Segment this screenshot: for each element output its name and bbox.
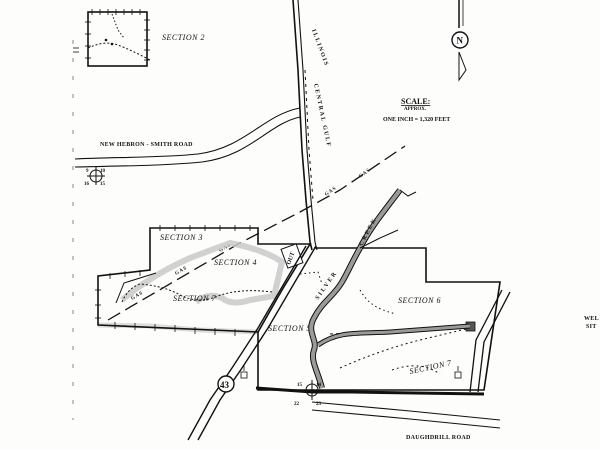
section-6-label: SECTION 6 [398,296,441,305]
out-box: OUT [280,243,304,269]
north-circle [451,31,469,49]
section-2-gas-line [87,42,151,61]
daughdrill-road: DAUGHDRILL ROAD [311,401,501,441]
section-corner-upper: 9 10 16 15 [84,167,106,187]
corner-upper-sw: 16 [84,182,90,187]
north-arrow: N [451,0,469,82]
gas-label-5: GAS [358,168,372,180]
section-4-label: SECTION 4 [214,258,257,267]
gas-label-1: GAS [131,291,145,302]
highway-marker-icon [240,365,248,379]
out-label: OUT [286,251,296,265]
section-2-fence-ticks [85,9,150,61]
scale-block: SCALE: APPROX. ONE INCH = 1,320 FEET [383,97,450,123]
left-edge-marks [73,47,79,53]
section-2-trail [111,13,125,39]
scale-ratio: ONE INCH = 1,320 FEET [383,117,450,123]
section-5-label: SECTION 5 [268,324,311,333]
gas-line-main: GAS GAS GAS GAS GAS [107,145,406,321]
section-7-right-label: SECTION 7 [409,358,453,376]
cut-label-bottom: SIT [586,324,597,330]
section-2-inset: SECTION 2 [85,9,205,67]
railroad-label-central-gulf: CENTRAL GULF [312,83,331,148]
gas-label-4: GAS [324,186,338,198]
east-road: WEL SIT [469,289,599,393]
new-hebron-smith-road: NEW HEBRON - SMITH ROAD [74,107,301,168]
east-marker-icon [454,366,462,379]
scale-approx: APPROX. [404,107,427,112]
corner-upper-nw: 9 [86,169,89,174]
highway-43: 43 [187,245,317,441]
gas-label-3: GAS [219,243,233,254]
corner-lower-ne: 14 [316,383,322,388]
railroad-label-illinois: ILLINOIS [310,29,329,68]
gas-label-2: GAS [175,266,189,277]
section-corner-lower: 15 14 22 23 [294,380,322,407]
section-3-label: SECTION 3 [160,233,203,242]
highway-number: 43 [220,380,230,390]
creek-label-creek: CREEK [358,216,378,246]
railroad: ILLINOIS CENTRAL GULF [292,0,331,251]
daughdrill-label: DAUGHDRILL ROAD [406,435,471,441]
corner-lower-se: 23 [316,402,322,407]
section-2-label: SECTION 2 [162,33,205,42]
corner-upper-ne: 10 [100,169,106,174]
corner-lower-sw: 22 [294,402,300,407]
cut-label-top: WEL [584,316,599,322]
corner-lower-nw: 15 [297,383,303,388]
section-2-boundary [87,11,148,67]
corner-upper-se: 15 [100,182,106,187]
silver-creek: CREEK SILVER [308,188,471,389]
western-parcel: SECTION 3 SECTION 4 SECTION 7 [95,225,312,336]
new-hebron-label: NEW HEBRON - SMITH ROAD [100,142,193,148]
highway-shield [217,375,235,393]
scale-title: SCALE: [401,97,430,106]
north-label: N [457,36,464,46]
section-7-left-label: SECTION 7 [173,294,216,303]
